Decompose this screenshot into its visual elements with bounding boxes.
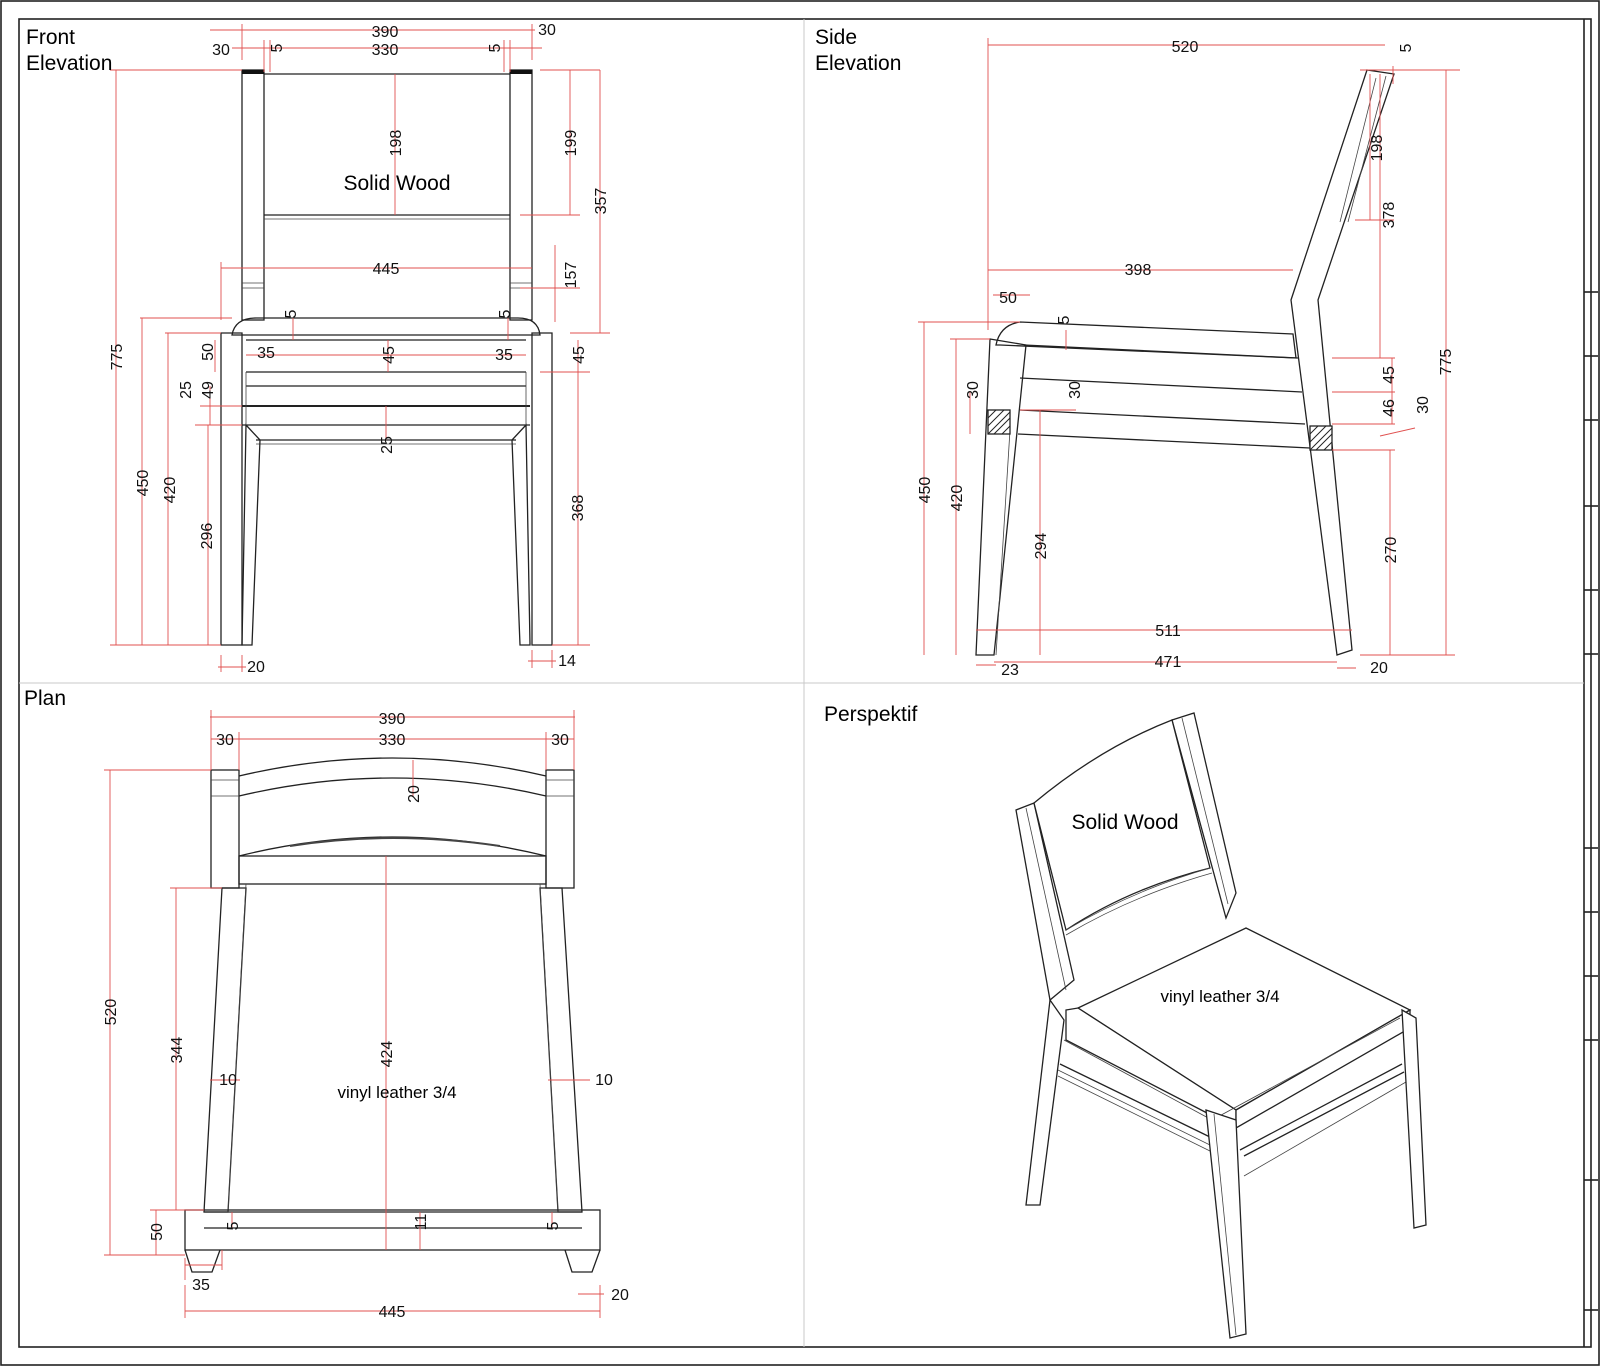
front-dim: 30: [212, 42, 230, 59]
front-dim: 450: [135, 470, 152, 497]
plan-dim: 10: [595, 1072, 613, 1089]
front-dim: 50: [200, 343, 217, 361]
side-dimension-lines: [918, 38, 1460, 669]
side-dim: 198: [1369, 135, 1386, 162]
side-dim: 30: [1415, 396, 1432, 414]
side-dim: 420: [949, 485, 966, 512]
front-dim: 330: [372, 42, 399, 59]
front-dim: 30: [538, 22, 556, 39]
front-dimension-lines: [110, 24, 610, 672]
front-dim: 420: [162, 477, 179, 504]
side-title-line2: Elevation: [815, 52, 902, 75]
front-dim: 45: [571, 346, 588, 364]
side-dim: 471: [1155, 654, 1182, 671]
side-dim: 30: [965, 381, 982, 399]
side-dim: 294: [1033, 533, 1050, 560]
front-dim: 5: [269, 43, 286, 52]
plan-dimension-text: 390 30 330 30 20 520 344 424 10 10 50 5 …: [103, 711, 629, 1321]
front-title-line1: Front: [26, 26, 76, 49]
front-dim: 25: [178, 381, 195, 399]
side-dim: 5: [1398, 43, 1415, 52]
plan-dim: 5: [225, 1221, 242, 1230]
plan-dim: 35: [192, 1277, 210, 1294]
perspective-title: Perspektif: [824, 703, 918, 726]
side-dimension-text: 520 5 198 378 398 50 5 775 45 30 30 46 3…: [917, 39, 1455, 679]
front-dim: 357: [593, 188, 610, 215]
perspective-text: Solid Wood vinyl leather 3/4: [1071, 811, 1279, 1006]
side-dim: 5: [1056, 315, 1073, 324]
side-dim: 520: [1172, 39, 1199, 56]
plan-material-label: vinyl leather 3/4: [337, 1083, 456, 1102]
front-dim: 49: [200, 381, 217, 399]
side-dim: 398: [1125, 262, 1152, 279]
front-title-line2: Elevation: [26, 52, 113, 75]
front-material-label: Solid Wood: [343, 172, 450, 195]
title-block-ticks: [1584, 291, 1598, 1311]
plan-title: Plan: [24, 687, 67, 710]
front-dimension-text: 390 30 5 330 5 30 198 199 357 445 157 5 …: [109, 22, 610, 676]
plan-dim: 424: [379, 1041, 396, 1068]
front-dim: 35: [495, 347, 513, 364]
side-dim: 45: [1381, 366, 1398, 384]
front-dim: 14: [558, 653, 576, 670]
front-dim: 445: [373, 261, 400, 278]
front-dim: 775: [109, 344, 126, 371]
plan-dim: 344: [169, 1037, 186, 1064]
side-elevation-drawing: [975, 69, 1395, 656]
plan-dim: 30: [551, 732, 569, 749]
side-dim: 23: [1001, 662, 1019, 679]
front-dim: 5: [487, 43, 504, 52]
side-dim: 378: [1381, 202, 1398, 229]
perspective-seat-material: vinyl leather 3/4: [1160, 987, 1279, 1006]
side-dim: 46: [1381, 399, 1398, 417]
perspective-back-material: Solid Wood: [1071, 811, 1178, 834]
front-dim: 35: [257, 345, 275, 362]
side-dim: 270: [1383, 537, 1400, 564]
side-dim: 450: [917, 477, 934, 504]
side-dim: 50: [999, 290, 1017, 307]
front-elevation-title: Front Elevation: [26, 25, 112, 77]
side-elevation-title: Side Elevation: [815, 25, 901, 77]
perspective-drawing: [1015, 712, 1427, 1339]
side-dim: 775: [1438, 349, 1455, 376]
plan-dim: 20: [611, 1287, 629, 1304]
plan-drawing: [184, 757, 601, 1273]
plan-dim: 11: [413, 1214, 430, 1231]
front-dim: 5: [497, 309, 514, 318]
plan-dim: 10: [219, 1072, 237, 1089]
plan-dim: 520: [103, 999, 120, 1026]
plan-dim: 390: [379, 711, 406, 728]
front-dim: 157: [563, 262, 580, 289]
plan-dim: 445: [379, 1304, 406, 1321]
side-dim: 30: [1067, 381, 1084, 399]
front-dim: 199: [563, 130, 580, 157]
plan-dim: 30: [216, 732, 234, 749]
front-dim: 25: [379, 436, 396, 454]
side-dim: 20: [1370, 660, 1388, 677]
plan-dim: 330: [379, 732, 406, 749]
front-dim: 390: [372, 24, 399, 41]
plan-dimension-lines: [104, 710, 604, 1318]
front-dim: 20: [247, 659, 265, 676]
side-title-line1: Side: [815, 26, 858, 49]
front-dim: 198: [388, 130, 405, 157]
front-dim: 296: [199, 523, 216, 550]
front-dim: 45: [381, 346, 398, 364]
side-dim: 511: [1155, 623, 1181, 640]
front-dim: 368: [570, 495, 587, 522]
plan-dim: 50: [149, 1223, 166, 1241]
plan-dim: 20: [406, 785, 423, 803]
plan-dim: 5: [545, 1221, 562, 1230]
front-dim: 5: [283, 309, 300, 318]
